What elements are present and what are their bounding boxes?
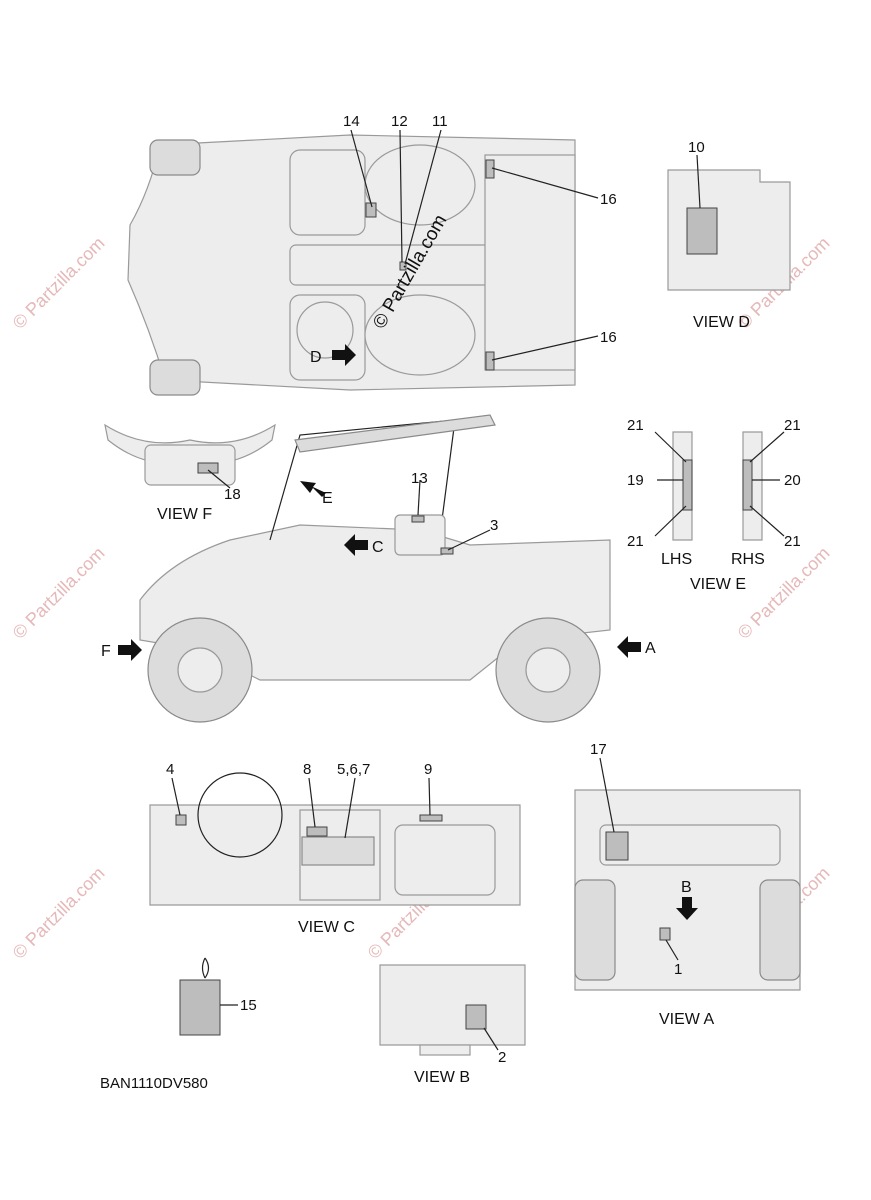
callout-17: 17 (590, 741, 607, 758)
view-f-label: VIEW F (157, 506, 212, 523)
leader-lines (171, 129, 785, 1051)
arrow-c-icon (344, 534, 368, 556)
arrow-letter-f: F (101, 643, 111, 660)
arrow-a-icon (617, 636, 641, 658)
arrow-b-icon (676, 897, 698, 920)
callout-15: 15 (240, 997, 257, 1014)
view-a-label: VIEW A (659, 1011, 714, 1028)
callout-2: 2 (498, 1049, 506, 1066)
view-d-label: VIEW D (693, 314, 750, 331)
arrow-letter-a: A (645, 640, 656, 657)
lhs-label: LHS (661, 551, 692, 568)
arrow-letter-e: E (322, 490, 333, 507)
callout-11: 11 (432, 113, 448, 130)
callout-16: 16 (600, 191, 617, 208)
callout-9: 9 (424, 761, 432, 778)
view-b-panel (379, 964, 526, 1056)
callout-19: 19 (627, 472, 644, 489)
callout-labels: 14 12 11 16 16 10 18 13 3 21 19 21 21 20… (166, 113, 801, 1066)
callout-13: 13 (411, 470, 428, 487)
view-e-pillars (672, 431, 763, 541)
callout-20: 20 (784, 472, 801, 489)
view-b-label: VIEW B (414, 1069, 470, 1086)
arrow-f-icon (118, 639, 142, 661)
watermark: © Partzilla.com (9, 543, 109, 643)
side-view-vehicle (139, 414, 611, 723)
callout-21: 21 (627, 417, 644, 434)
callout-8: 8 (303, 761, 311, 778)
callout-16: 16 (600, 329, 617, 346)
hang-tag (179, 957, 221, 1036)
callout-21: 21 (784, 417, 801, 434)
diagram-code: BAN1110DV580 (100, 1075, 208, 1092)
view-f-bumper (104, 423, 276, 486)
view-d-panel (667, 169, 791, 291)
rhs-label: RHS (731, 551, 765, 568)
callout-21: 21 (784, 533, 801, 550)
callout-12: 12 (391, 113, 408, 130)
top-view-vehicle (127, 134, 576, 396)
callout-4: 4 (166, 761, 174, 778)
arrow-e-icon (300, 481, 326, 497)
arrow-letter-c: C (372, 539, 384, 556)
view-c-label: VIEW C (298, 919, 355, 936)
callout-21: 21 (627, 533, 644, 550)
callout-14: 14 (343, 113, 360, 130)
callout-5-6-7: 5,6,7 (337, 761, 370, 778)
view-e-label: VIEW E (690, 576, 746, 593)
callout-3: 3 (490, 517, 498, 534)
arrow-letter-d: D (310, 349, 322, 366)
callout-18: 18 (224, 486, 241, 503)
arrow-d-icon (332, 344, 356, 366)
callout-1: 1 (674, 961, 682, 978)
arrow-letters: D E C F A B (101, 349, 692, 896)
view-labels: VIEW D VIEW F LHS RHS VIEW E VIEW C VIEW… (100, 314, 765, 1092)
callout-10: 10 (688, 139, 705, 156)
view-a-rear (574, 789, 801, 991)
view-c-dashboard (149, 772, 521, 906)
direction-arrows (118, 344, 698, 920)
arrow-letter-b: B (681, 879, 692, 896)
watermark: © Partzilla.com (9, 863, 109, 963)
watermark: © Partzilla.com (9, 233, 109, 333)
